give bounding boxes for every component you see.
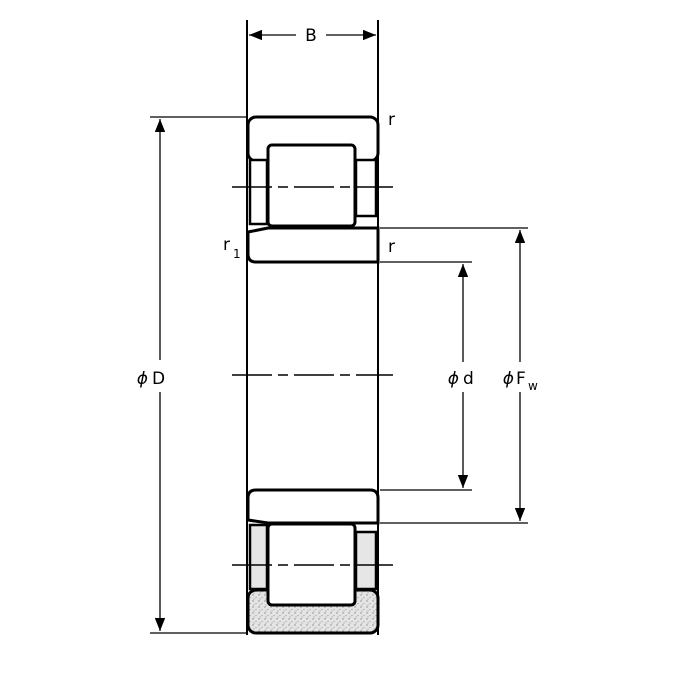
label-bore-d: d [463, 369, 474, 389]
inner-ring-bottom [246, 488, 380, 525]
cage-right-top [354, 158, 378, 218]
label-r-inner: r [388, 237, 395, 257]
roller-top [266, 143, 357, 228]
cage-left-top [248, 158, 269, 226]
label-r1: r [223, 235, 230, 255]
cage-right-bottom [354, 530, 378, 591]
label-outer-symbol: ϕ [137, 369, 148, 389]
cage-left-bottom [248, 523, 269, 591]
label-bore-symbol: ϕ [448, 369, 459, 389]
label-fw-sub: w [528, 379, 538, 393]
label-r1-sub: 1 [233, 247, 241, 261]
label-outer-d: D [152, 369, 165, 389]
inner-ring-top [246, 226, 380, 264]
label-fw-symbol: ϕ [503, 369, 514, 389]
label-r-top: r [388, 110, 395, 130]
label-b: B [305, 26, 317, 46]
label-fw: F [516, 369, 526, 389]
